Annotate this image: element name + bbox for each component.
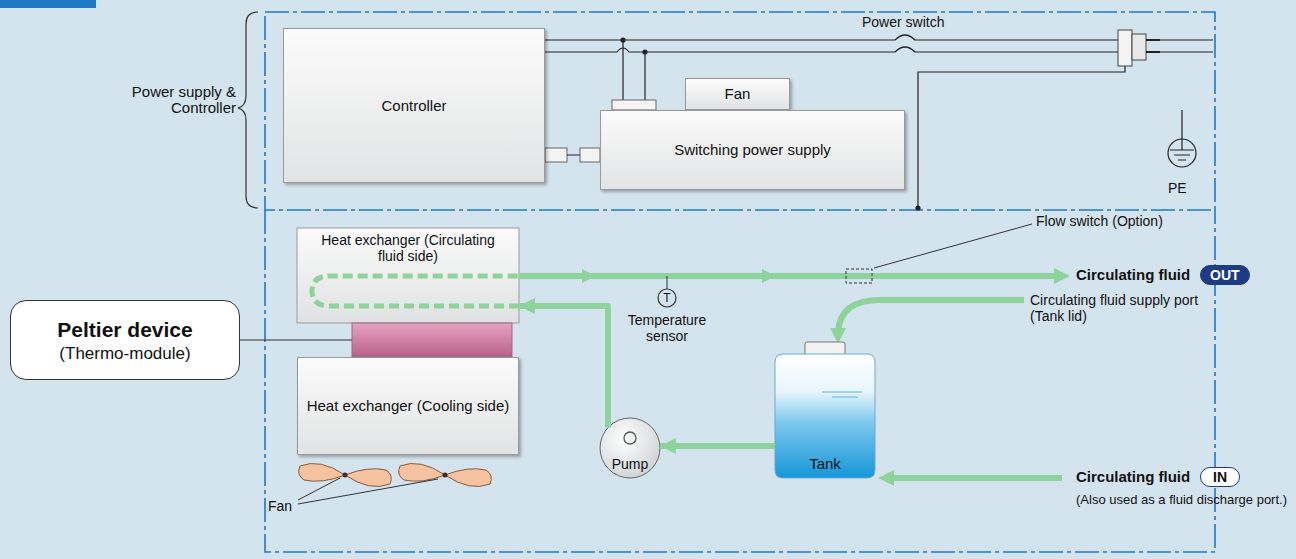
water-level (822, 392, 862, 397)
heat-exchanger-box: Heat exchanger (Cooling side) (297, 357, 519, 455)
flow-line (892, 475, 1062, 481)
port-badge: IN (1200, 467, 1240, 487)
flow-arrowhead (878, 470, 894, 486)
pump-impeller (624, 432, 636, 444)
tank-box: Tank (775, 352, 875, 478)
pump-circle: Pump (600, 418, 660, 478)
port-label: Circulating fluid (1076, 267, 1190, 283)
wiring (545, 35, 1213, 208)
region-outline (265, 12, 1215, 552)
connector (580, 148, 600, 162)
group-label: Power supply & Controller (128, 84, 236, 116)
tank-body (775, 354, 875, 478)
callout-box: Peltier device(Thermo-module) (10, 300, 240, 380)
node-subtitle: (Thermo-module) (59, 343, 190, 364)
part-label: Fan (268, 498, 292, 514)
node-title: Switching power supply (674, 141, 831, 159)
port-badge: OUT (1200, 265, 1250, 285)
flow-switch (846, 269, 872, 283)
flow-line (519, 273, 1062, 279)
wiring (567, 155, 580, 156)
node-title: Peltier device (57, 317, 192, 343)
part-label: Power switch (862, 14, 944, 30)
port-label: Circulating fluid (1076, 469, 1190, 485)
power-supply-box: Switching power supply (600, 110, 905, 190)
node-title: Heat exchanger (Circulating fluid side) (318, 232, 498, 264)
peltier-module (352, 323, 512, 357)
leader-line (874, 224, 1032, 268)
node-title: Tank (809, 455, 841, 472)
leader-line (298, 478, 438, 504)
group-brace (238, 12, 258, 208)
flow-line (838, 300, 1024, 332)
sensor-symbol: T (659, 290, 675, 306)
heat-exchanger-body (297, 228, 519, 323)
fan-box: Fan (685, 78, 790, 110)
part-label: Flow switch (Option) (1036, 213, 1163, 229)
flow-connector (519, 306, 608, 428)
note-label: (Also used as a fluid discharge port.) (1076, 492, 1287, 508)
flow-connector (660, 443, 775, 449)
flow-arrowhead (582, 268, 1070, 284)
plug-prong (1146, 40, 1160, 52)
controller-box: Controller (283, 28, 545, 183)
fan-blade (299, 463, 492, 486)
fan-hub (343, 473, 448, 478)
flow-path (312, 276, 519, 306)
corner-tab (0, 0, 96, 8)
port-label: Circulating fluid supply port (Tank lid) (1030, 292, 1235, 324)
sensor-lead (667, 276, 668, 289)
node-title: Fan (725, 85, 751, 103)
plug (1118, 30, 1132, 66)
temperature-sensor (658, 289, 676, 307)
heat-exchanger-box: Heat exchanger (Circulating fluid side) (297, 228, 519, 323)
connector (612, 100, 656, 110)
node-title: Heat exchanger (Cooling side) (307, 397, 510, 415)
part-label: Temperature sensor (622, 312, 712, 344)
node-title: Controller (381, 97, 446, 115)
part-label: PE (1168, 180, 1187, 196)
plug (1132, 34, 1146, 60)
leader-line (240, 339, 352, 340)
connector (545, 148, 567, 162)
node-title: Pump (612, 456, 649, 472)
